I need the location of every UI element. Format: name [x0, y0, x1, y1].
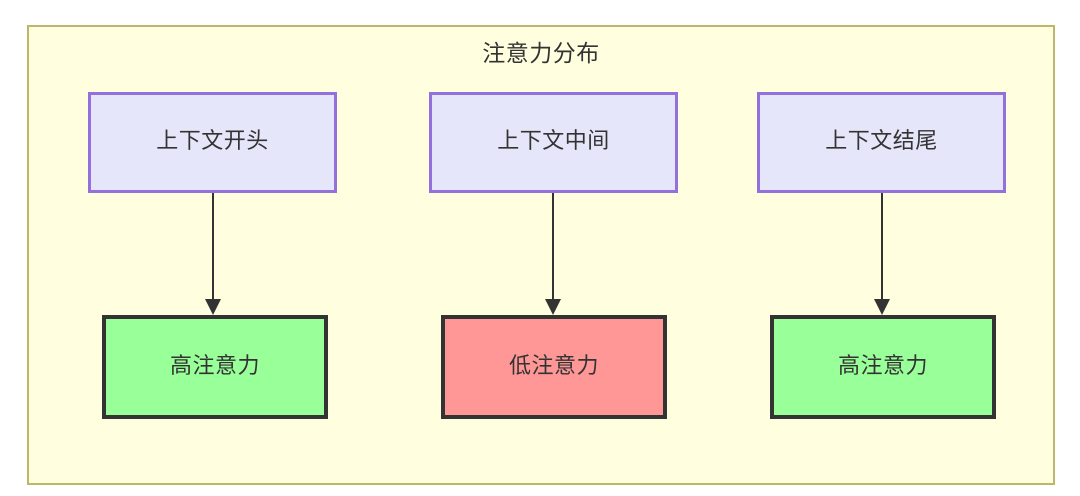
node-label: 低注意力 — [508, 353, 599, 379]
subgraph-title: 注意力分布 — [482, 41, 600, 67]
node-context-beginning[interactable]: 上下文开头 — [88, 92, 337, 193]
node-label: 上下文开头 — [156, 129, 269, 155]
node-high-attention-end[interactable]: 高注意力 — [770, 315, 996, 419]
node-label: 高注意力 — [837, 353, 928, 379]
node-context-end[interactable]: 上下文结尾 — [757, 92, 1006, 193]
node-high-attention-beginning[interactable]: 高注意力 — [102, 315, 328, 419]
node-label: 上下文中间 — [497, 129, 610, 155]
node-low-attention-middle[interactable]: 低注意力 — [441, 315, 667, 419]
node-context-middle[interactable]: 上下文中间 — [429, 92, 678, 193]
node-label: 上下文结尾 — [825, 129, 938, 155]
node-label: 高注意力 — [169, 353, 260, 379]
